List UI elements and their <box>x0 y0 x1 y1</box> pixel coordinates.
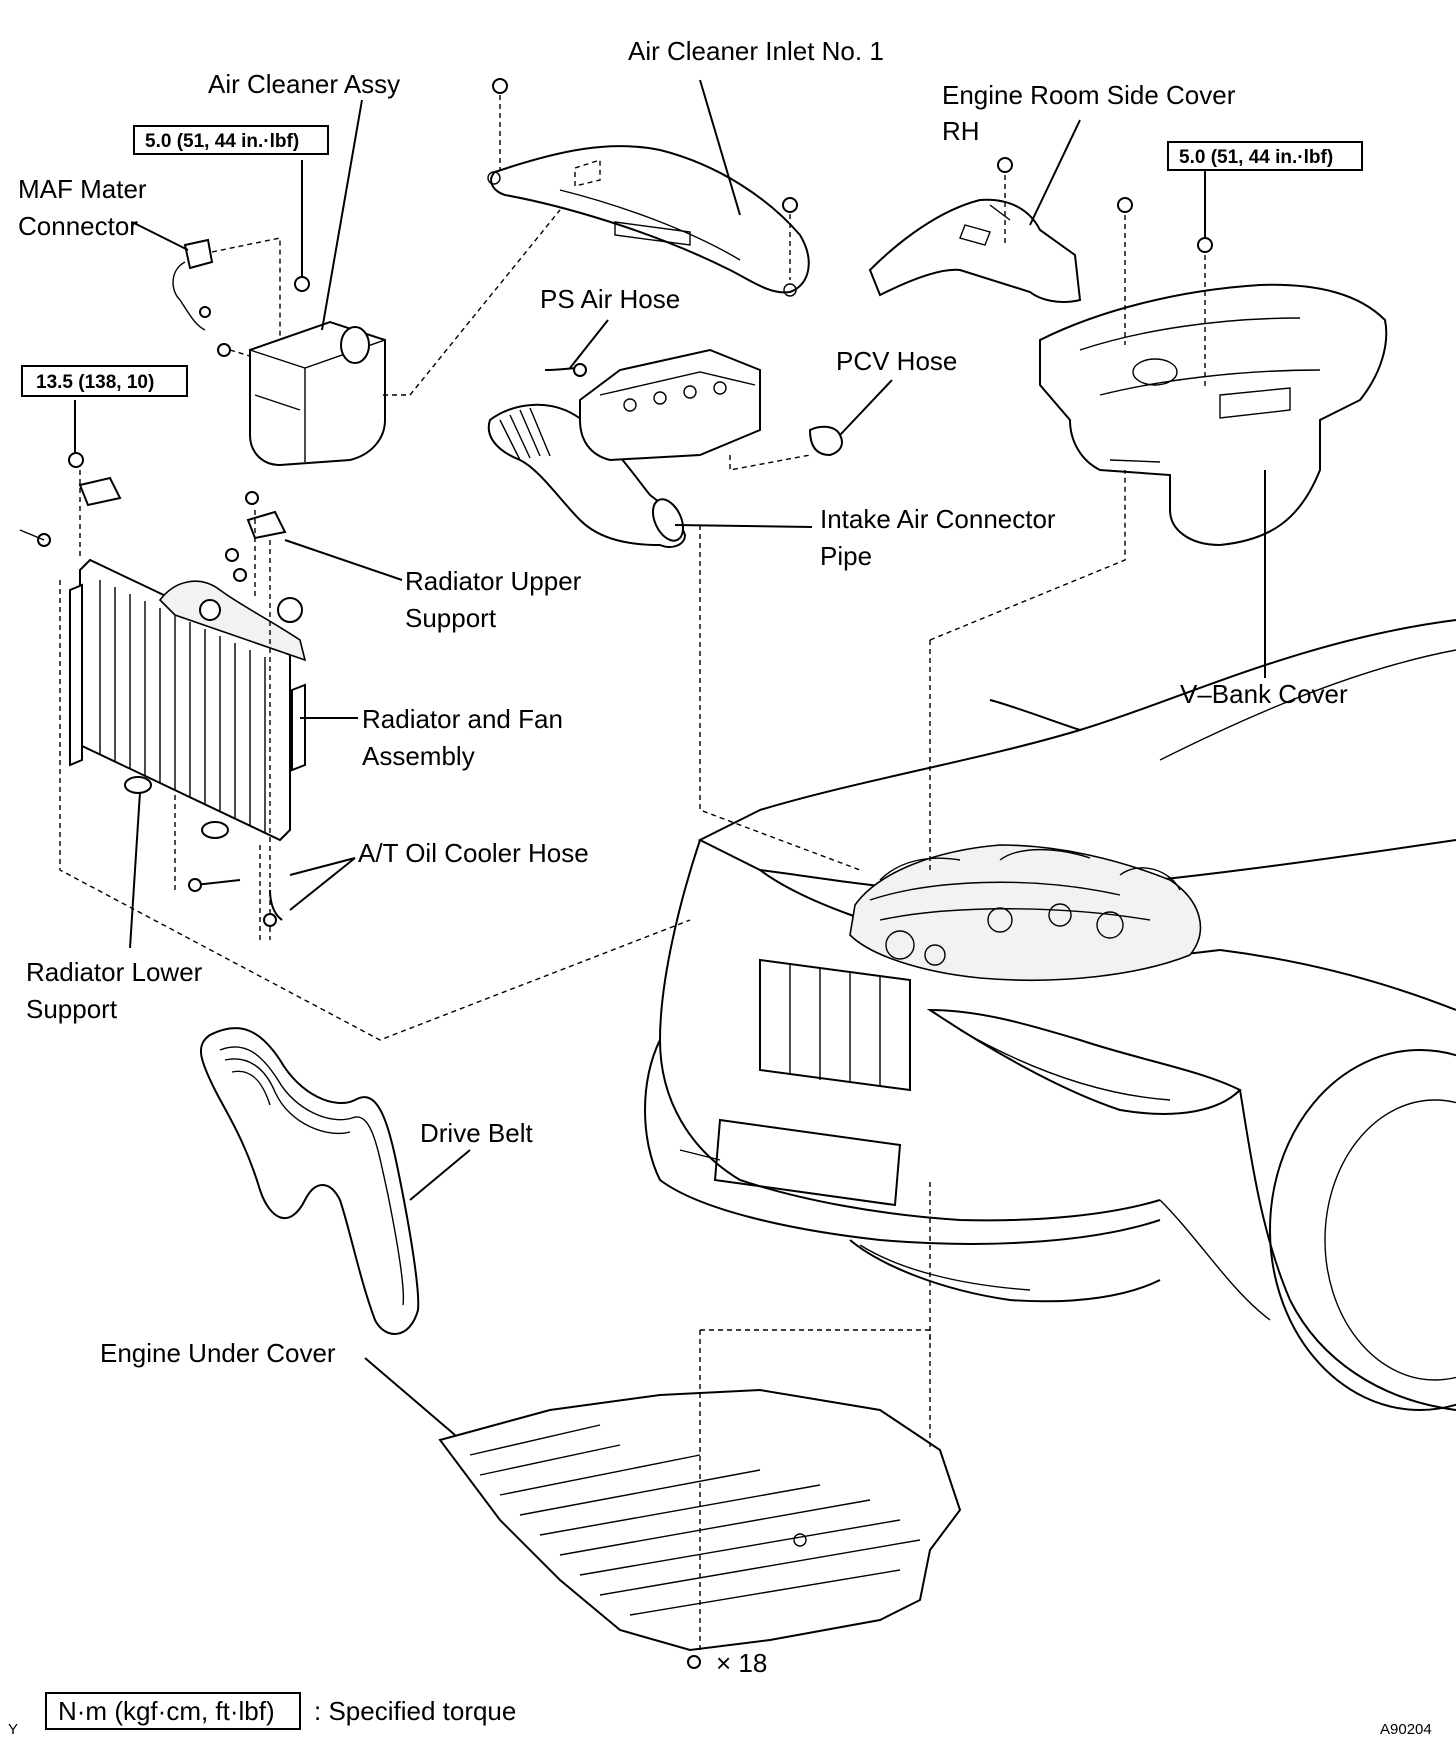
label-at-oil-cooler-hose: A/T Oil Cooler Hose <box>358 838 589 868</box>
bolt-icon <box>217 343 231 357</box>
torque-legend: N·m (kgf·cm, ft·lbf) : Specified torque <box>45 1692 516 1730</box>
leader-lines <box>129 79 1266 1436</box>
drive-belt <box>199 1027 420 1335</box>
air-cleaner-inlet <box>487 145 810 297</box>
radiator-fan-assembly <box>59 558 691 1041</box>
air-cleaner-assy <box>217 160 386 467</box>
label-radiator-lower-support-2: Support <box>26 994 118 1024</box>
bolt-icon <box>1117 197 1133 213</box>
intake-air-connector-pipe <box>487 403 687 548</box>
label-radiator-fan-assembly-2: Assembly <box>362 741 475 771</box>
maf-connector <box>172 237 281 340</box>
pcv-hose <box>729 425 843 471</box>
bolt-icon <box>294 276 310 292</box>
inlet-bolts <box>492 78 798 280</box>
bolt-icon <box>782 197 798 213</box>
engine-block <box>849 844 1202 982</box>
label-engine-room-side-cover: Engine Room Side Cover <box>942 80 1236 110</box>
radiator-upper-support <box>19 400 287 940</box>
radiator-lower-support <box>124 776 261 940</box>
engine-under-cover <box>438 1180 962 1652</box>
label-radiator-fan-assembly: Radiator and Fan <box>362 704 563 734</box>
bolt-icon <box>997 157 1013 173</box>
assembly-guide-lines <box>383 209 1126 871</box>
legend-unit: N·m (kgf·cm, ft·lbf) <box>58 1696 275 1726</box>
label-air-cleaner-inlet: Air Cleaner Inlet No. 1 <box>628 36 884 66</box>
label-radiator-upper-support-2: Support <box>405 603 497 633</box>
torque-spec-air-cleaner: 5.0 (51, 44 in.·lbf) <box>133 125 329 155</box>
torque-value: 13.5 (138, 10) <box>36 372 154 393</box>
bolt-count: × 18 <box>716 1648 767 1678</box>
label-maf-connector: MAF Mater <box>18 174 147 204</box>
vehicle-front-end <box>644 619 1456 1411</box>
label-radiator-lower-support: Radiator Lower <box>26 957 203 987</box>
bolt-icon <box>68 452 84 468</box>
label-air-cleaner-assy: Air Cleaner Assy <box>208 69 400 99</box>
torque-spec-radiator-support: 13.5 (138, 10) <box>21 365 188 397</box>
engine-room-side-cover <box>868 157 1082 303</box>
legend-description: : Specified torque <box>314 1696 516 1726</box>
label-intake-air-connector-pipe: Pipe <box>820 541 872 571</box>
torque-spec-vbank: 5.0 (51, 44 in.·lbf) <box>1167 141 1363 238</box>
torque-value: 5.0 (51, 44 in.·lbf) <box>1179 147 1333 168</box>
label-radiator-upper-support: Radiator Upper <box>405 566 582 596</box>
bolt-icon <box>492 78 508 94</box>
v-bank-cover <box>1039 197 1388 547</box>
torque-value: 5.0 (51, 44 in.·lbf) <box>145 131 299 152</box>
label-maf-connector-2: Connector <box>18 211 138 241</box>
bolt-icon <box>687 1655 701 1669</box>
figure-code: A90204 <box>1380 1721 1432 1738</box>
label-engine-room-side-cover-rh: RH <box>942 116 980 146</box>
ps-air-hose <box>544 348 761 462</box>
label-ps-air-hose: PS Air Hose <box>540 284 680 314</box>
label-engine-under-cover: Engine Under Cover <box>100 1338 336 1368</box>
label-intake-air-connector: Intake Air Connector <box>820 504 1056 534</box>
at-oil-cooler-hose <box>188 878 283 927</box>
label-pcv-hose: PCV Hose <box>836 346 957 376</box>
bolt-icon <box>1197 237 1213 253</box>
label-drive-belt: Drive Belt <box>420 1118 533 1148</box>
label-v-bank-cover: V–Bank Cover <box>1180 679 1348 709</box>
corner-mark: Y <box>8 1721 18 1738</box>
bolt-icon <box>245 491 259 505</box>
